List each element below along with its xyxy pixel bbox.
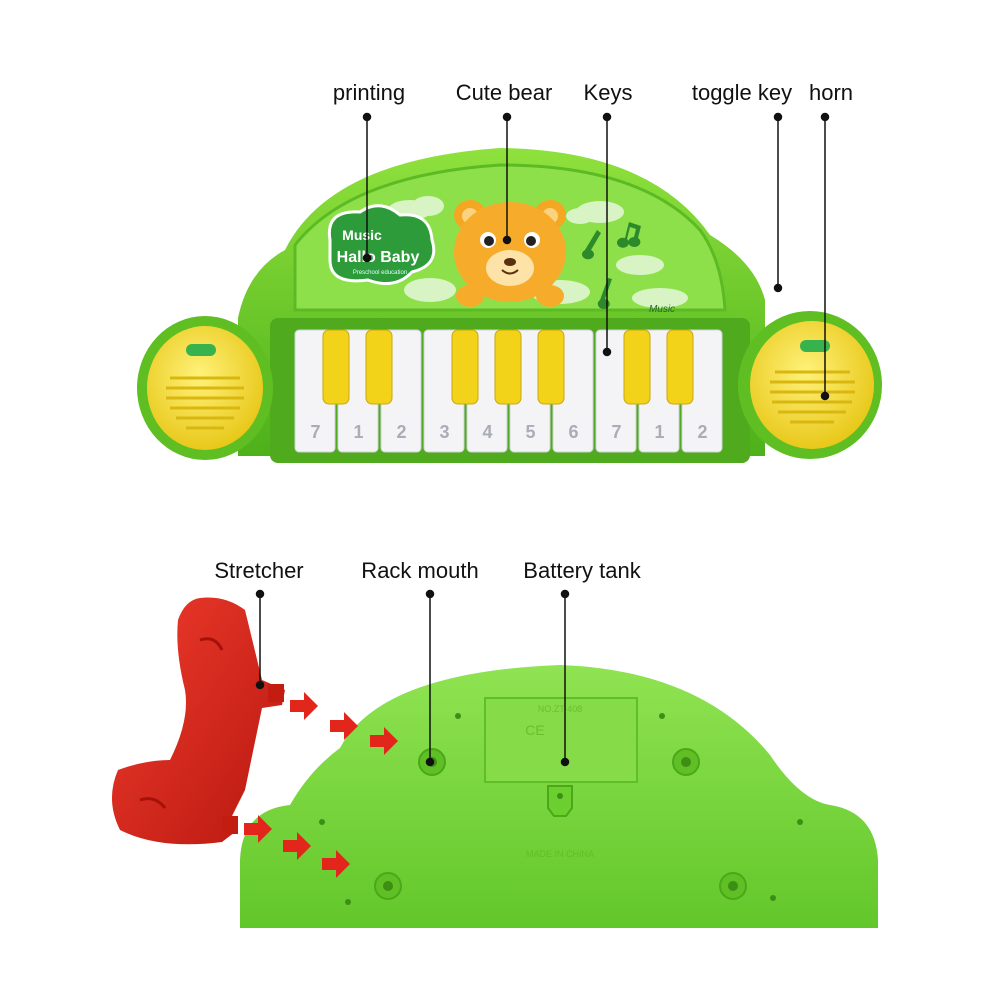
callout-horn: horn bbox=[808, 80, 854, 105]
callout-keys: Keys bbox=[583, 80, 633, 105]
key-number-label: 7 bbox=[611, 422, 621, 442]
yellow-key[interactable] bbox=[322, 329, 350, 405]
yellow-key[interactable] bbox=[537, 329, 565, 405]
callout-toggle-key: toggle key bbox=[691, 80, 793, 105]
top-callout-lines bbox=[362, 112, 830, 401]
yellow-key[interactable] bbox=[451, 329, 479, 405]
logo-line-1: Music bbox=[342, 227, 382, 243]
key-number-label: 3 bbox=[439, 422, 449, 442]
logo-line-3: Preschool education bbox=[353, 270, 407, 276]
battery-tank bbox=[484, 697, 638, 783]
key-number-label: 6 bbox=[568, 422, 578, 442]
decor-clouds bbox=[388, 196, 688, 308]
callout-cute-bear: Cute bear bbox=[455, 80, 553, 105]
ce-mark: CE bbox=[525, 722, 544, 738]
insert-arrows bbox=[244, 692, 398, 878]
bear-face-icon bbox=[454, 200, 566, 307]
key-number-label: 1 bbox=[353, 422, 363, 442]
brand-logo: Music Hallo Baby Preschool education bbox=[327, 204, 436, 286]
model-number: NO.ZT-408 bbox=[538, 704, 583, 714]
callout-stretcher: Stretcher bbox=[214, 558, 304, 583]
music-label: Music bbox=[649, 304, 675, 315]
yellow-key[interactable] bbox=[365, 329, 393, 405]
made-in-label: MADE IN CHINA bbox=[526, 849, 594, 859]
key-number-label: 5 bbox=[525, 422, 535, 442]
logo-line-2: Hallo Baby bbox=[337, 249, 420, 266]
bottom-callout-lines bbox=[255, 589, 570, 767]
music-note-icons bbox=[582, 222, 641, 309]
callout-rack-mouth: Rack mouth bbox=[361, 558, 479, 583]
bottom-piano-back: NO.ZT-408 CE MADE IN CHINA bbox=[240, 665, 878, 928]
key-number-label: 2 bbox=[396, 422, 406, 442]
black-keys bbox=[322, 329, 694, 405]
rack-mouths bbox=[374, 748, 747, 900]
yellow-key[interactable] bbox=[623, 329, 651, 405]
key-number-label: 4 bbox=[482, 422, 492, 442]
stretcher-part bbox=[111, 597, 285, 845]
callout-battery-tank: Battery tank bbox=[523, 558, 641, 583]
top-piano-toy: Music Hallo Baby Preschool education bbox=[137, 148, 882, 463]
yellow-key[interactable] bbox=[666, 329, 694, 405]
yellow-key[interactable] bbox=[494, 329, 522, 405]
callout-printing: printing bbox=[332, 80, 406, 105]
key-number-label: 1 bbox=[654, 422, 664, 442]
key-number-label: 7 bbox=[310, 422, 320, 442]
left-speaker bbox=[137, 316, 273, 460]
key-number-label: 2 bbox=[697, 422, 707, 442]
right-speaker bbox=[738, 311, 882, 459]
